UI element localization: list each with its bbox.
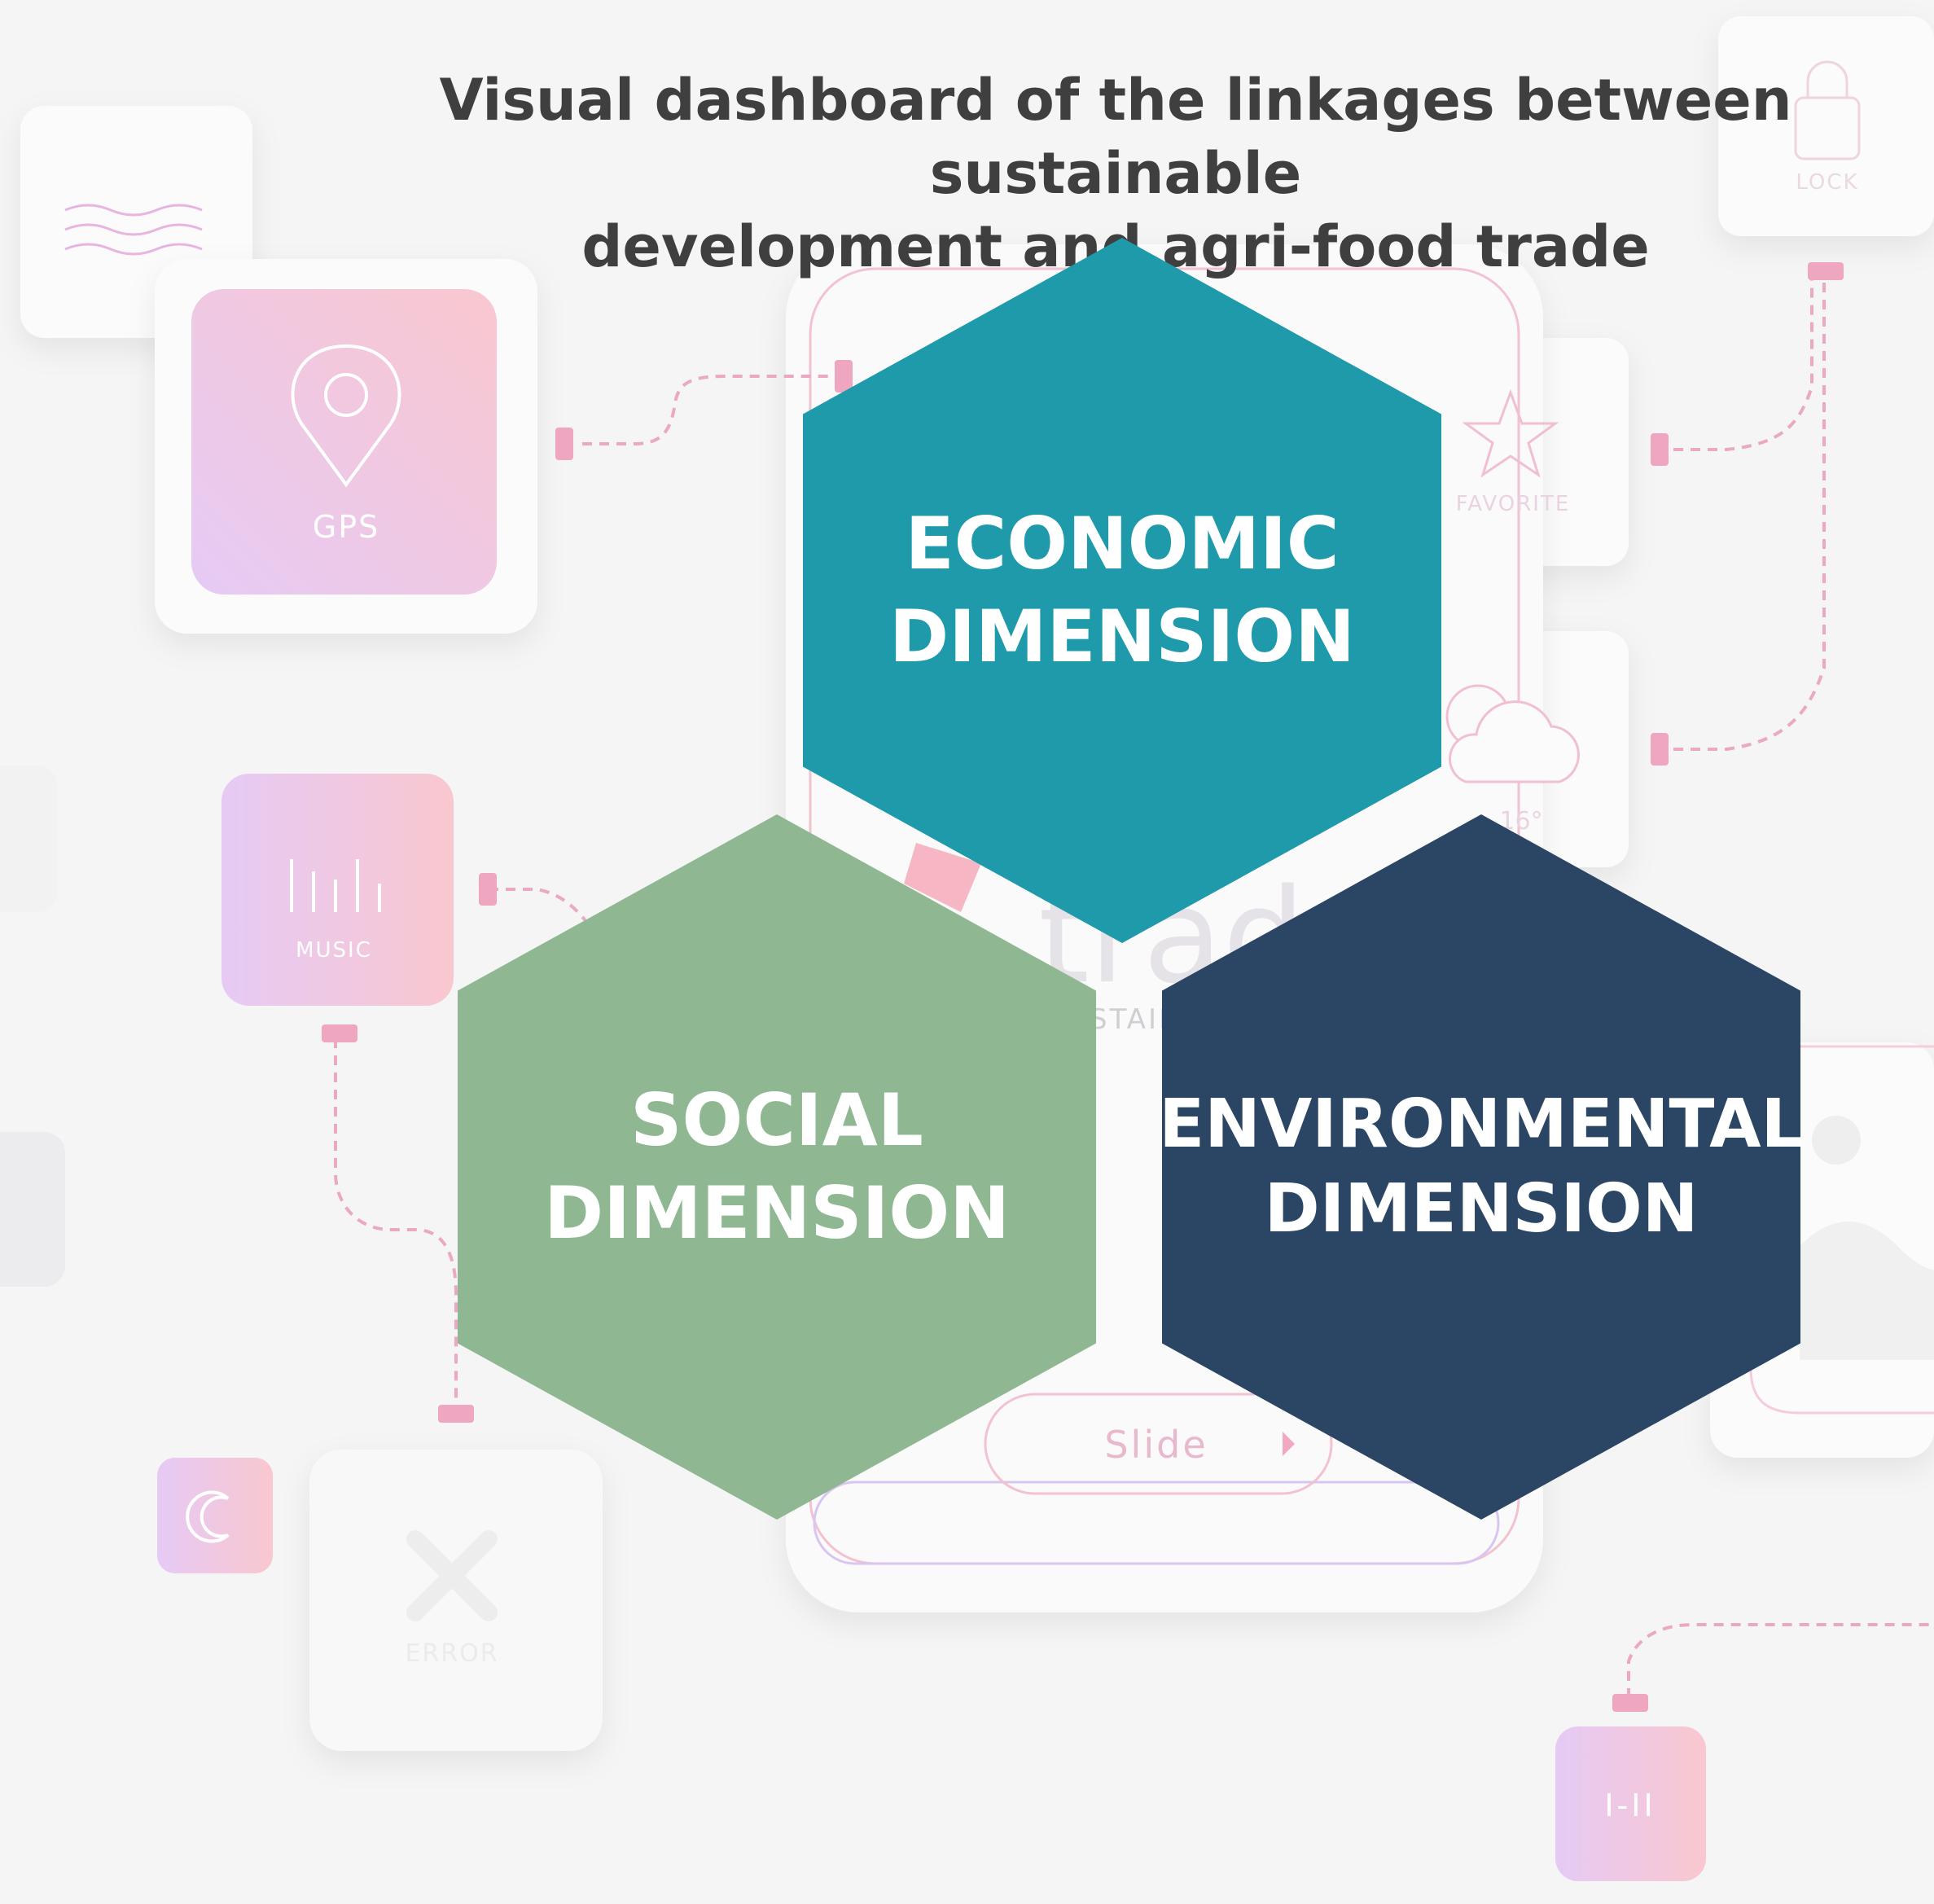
gps-pin-icon xyxy=(291,344,401,488)
environmental-dimension-hexagon: ENVIRONMENTAL DIMENSION xyxy=(1162,814,1800,1520)
wave-icon xyxy=(64,204,203,256)
music-tile xyxy=(221,774,454,1006)
lock-label: LOCK xyxy=(1796,170,1858,195)
social-dimension-line-1: SOCIAL xyxy=(630,1078,923,1162)
economic-dimension-label: ECONOMIC DIMENSION xyxy=(889,498,1355,683)
sun-cloud-icon xyxy=(1445,684,1580,783)
economic-dimension-line-1: ECONOMIC xyxy=(905,502,1340,586)
lock-icon xyxy=(1794,60,1861,160)
music-label: MUSIC xyxy=(296,938,372,963)
bg-card-lock xyxy=(1718,16,1934,236)
pagination-label: I-II xyxy=(1604,1788,1656,1823)
star-icon xyxy=(1462,388,1559,478)
social-dimension-hexagon: SOCIAL DIMENSION xyxy=(458,814,1096,1520)
music-bars-icon xyxy=(290,859,381,912)
environmental-dimension-line-1: ENVIRONMENTAL xyxy=(1159,1086,1804,1163)
error-x-icon xyxy=(406,1530,498,1621)
gps-label: GPS xyxy=(313,509,379,545)
bg-card-edge-left2 xyxy=(0,766,57,912)
social-dimension-label: SOCIAL DIMENSION xyxy=(544,1074,1010,1260)
moon-icon xyxy=(186,1490,230,1543)
slide-label: Slide xyxy=(1104,1423,1208,1467)
environmental-dimension-label: ENVIRONMENTAL DIMENSION xyxy=(1159,1082,1804,1252)
favorite-label: FAVORITE xyxy=(1456,492,1571,516)
gps-tile xyxy=(191,289,497,594)
logo-mark xyxy=(904,843,981,912)
economic-dimension-line-2: DIMENSION xyxy=(889,594,1355,678)
bg-card-edge-left xyxy=(0,1132,65,1287)
environmental-dimension-line-2: DIMENSION xyxy=(1264,1170,1699,1248)
pagination-tile xyxy=(1555,1726,1706,1881)
slide-pill xyxy=(984,1393,1333,1495)
moon-tile xyxy=(157,1458,273,1573)
error-label: ERROR xyxy=(405,1639,498,1668)
page-title-line-1: Visual dashboard of the linkages between… xyxy=(439,67,1792,207)
social-dimension-line-2: DIMENSION xyxy=(544,1171,1010,1255)
bg-card-error xyxy=(309,1450,603,1751)
play-arrow-icon xyxy=(1283,1432,1295,1456)
